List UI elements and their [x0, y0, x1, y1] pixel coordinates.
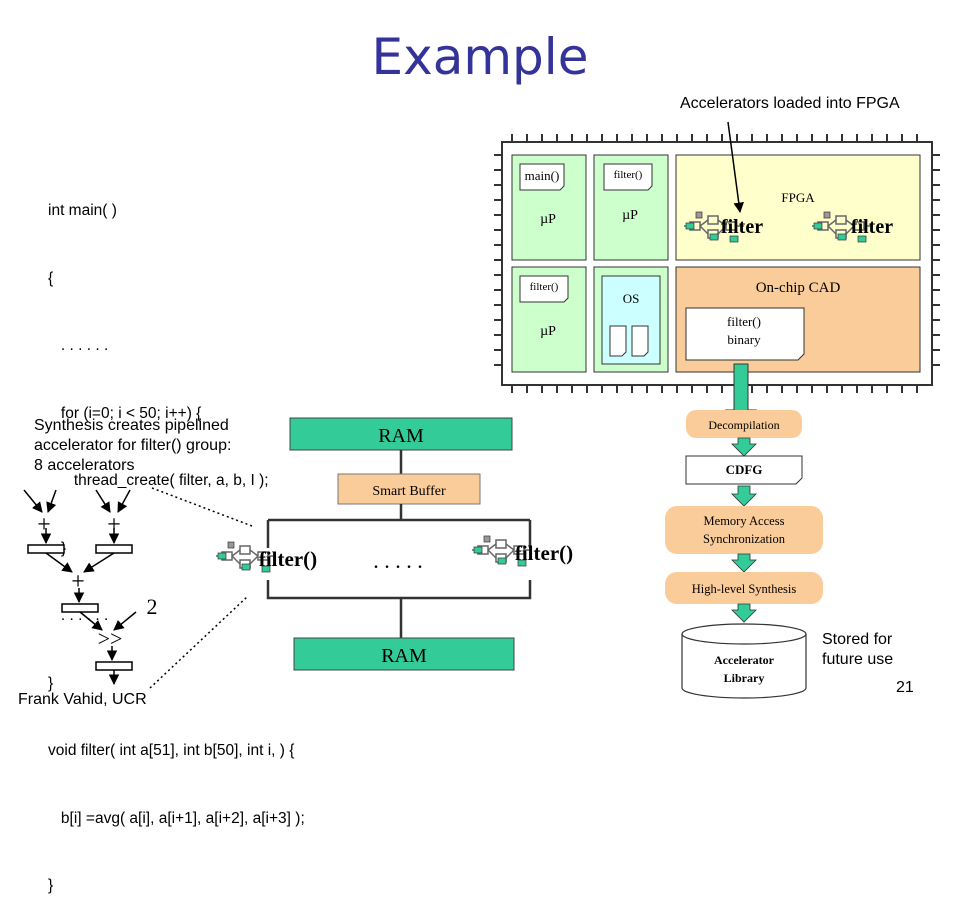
ram-bottom-label: RAM [381, 645, 427, 667]
pipeline-register [61, 603, 99, 613]
cdfg-label: CDFG [726, 462, 763, 477]
adder-symbol: + [71, 569, 85, 595]
binary-line: binary [727, 332, 761, 347]
down-arrow-icon [731, 553, 757, 573]
filter-code-label: filter() [614, 169, 643, 181]
code-line: } [48, 877, 54, 894]
filter-code-label: filter() [530, 281, 559, 293]
chip-pins [494, 134, 940, 393]
stored-line: future use [822, 651, 894, 668]
high-level-synthesis-step [665, 572, 823, 604]
memory-sync-line: Memory Access [704, 514, 785, 528]
decompilation-label: Decompilation [708, 418, 779, 432]
down-arrow-icon [731, 485, 757, 507]
binary-line: filter() [727, 314, 761, 329]
chip: main() µP filter() µP filter() µP OS FPG… [494, 121, 940, 393]
shift-symbol: >> [98, 626, 123, 651]
code-line: void filter( int a[51], int b[50], int i… [48, 742, 295, 759]
down-arrow-icon [731, 437, 757, 457]
memory-sync-line: Synchronization [703, 532, 786, 546]
ram-top-block [289, 417, 513, 451]
code-line: b[i] =avg( a[i], a[i+1], a[i+2], a[i+3] … [48, 809, 305, 827]
shift-amount: 2 [147, 594, 158, 619]
accelerator-library-cylinder [681, 634, 807, 699]
down-arrow-icon [731, 603, 757, 623]
high-level-synthesis-label: High-level Synthesis [692, 582, 797, 596]
stored-line: Stored for [822, 631, 893, 648]
ram-bottom-block [293, 637, 515, 671]
author-footer: Frank Vahid, UCR [18, 691, 147, 708]
filter-label: filter() [259, 547, 317, 571]
decompilation-step [686, 410, 802, 438]
binary-document [685, 307, 805, 361]
code-line: for (i=0; i < 50; i++) { [48, 404, 202, 422]
pipeline-register [27, 544, 65, 554]
code-line: . . . . . . [48, 337, 109, 354]
microprocessor-label: µP [622, 208, 638, 223]
microprocessor-label: µP [540, 324, 556, 339]
synthesis-caption: Synthesis creates pipelined accelerator … [34, 416, 231, 476]
fpga-annotation: Accelerators loaded into FPGA [680, 95, 900, 112]
adder-symbol: + [37, 512, 51, 538]
stored-note: Stored for future use [822, 630, 893, 670]
caption-line: Synthesis creates pipelined [34, 417, 229, 434]
library-line: Library [724, 671, 765, 685]
code-line: . . . . . . [48, 607, 109, 624]
smart-buffer-block [337, 473, 481, 505]
slide-title: Example [371, 28, 589, 86]
fpga-filter-label: filter [851, 216, 893, 238]
code-line: thread_create( filter, a, b, I ); [48, 472, 269, 489]
ellipsis: . . . . . [373, 548, 423, 573]
fpga-label: FPGA [781, 190, 815, 205]
smart-buffer-label: Smart Buffer [372, 484, 446, 499]
diagram-canvas: + + + 2 >> RAM Smart Buffer filter() fil… [23, 121, 940, 699]
microprocessor-label: µP [540, 212, 556, 227]
pipeline-register [95, 544, 133, 554]
os-label: OS [623, 291, 640, 306]
memory-sync-step [665, 506, 823, 554]
code-line: { [48, 269, 54, 287]
ram-top-label: RAM [378, 425, 424, 447]
code-line: int main( ) [48, 202, 117, 219]
library-line: Accelerator [714, 653, 775, 667]
fpga-filter-label: filter [721, 216, 763, 238]
filter-label: filter() [515, 541, 573, 565]
synthesis-flow: Decompilation CDFG Memory Access Synchro… [665, 363, 823, 699]
cad-label: On-chip CAD [756, 280, 841, 296]
filter-pipeline: RAM Smart Buffer filter() filter() . . .… [215, 417, 573, 671]
fpga-region [675, 154, 921, 261]
caption-line: 8 accelerators [34, 457, 135, 474]
pipeline-register [95, 661, 133, 671]
main-code-label: main() [525, 168, 560, 183]
page-number: 21 [896, 679, 914, 696]
adder-symbol: + [107, 512, 121, 538]
caption-line: accelerator for filter() group: [34, 437, 232, 454]
synthesized-datapath: + + + 2 >> [23, 487, 253, 689]
cdfg-document [685, 455, 803, 485]
code-line: } [48, 674, 54, 692]
